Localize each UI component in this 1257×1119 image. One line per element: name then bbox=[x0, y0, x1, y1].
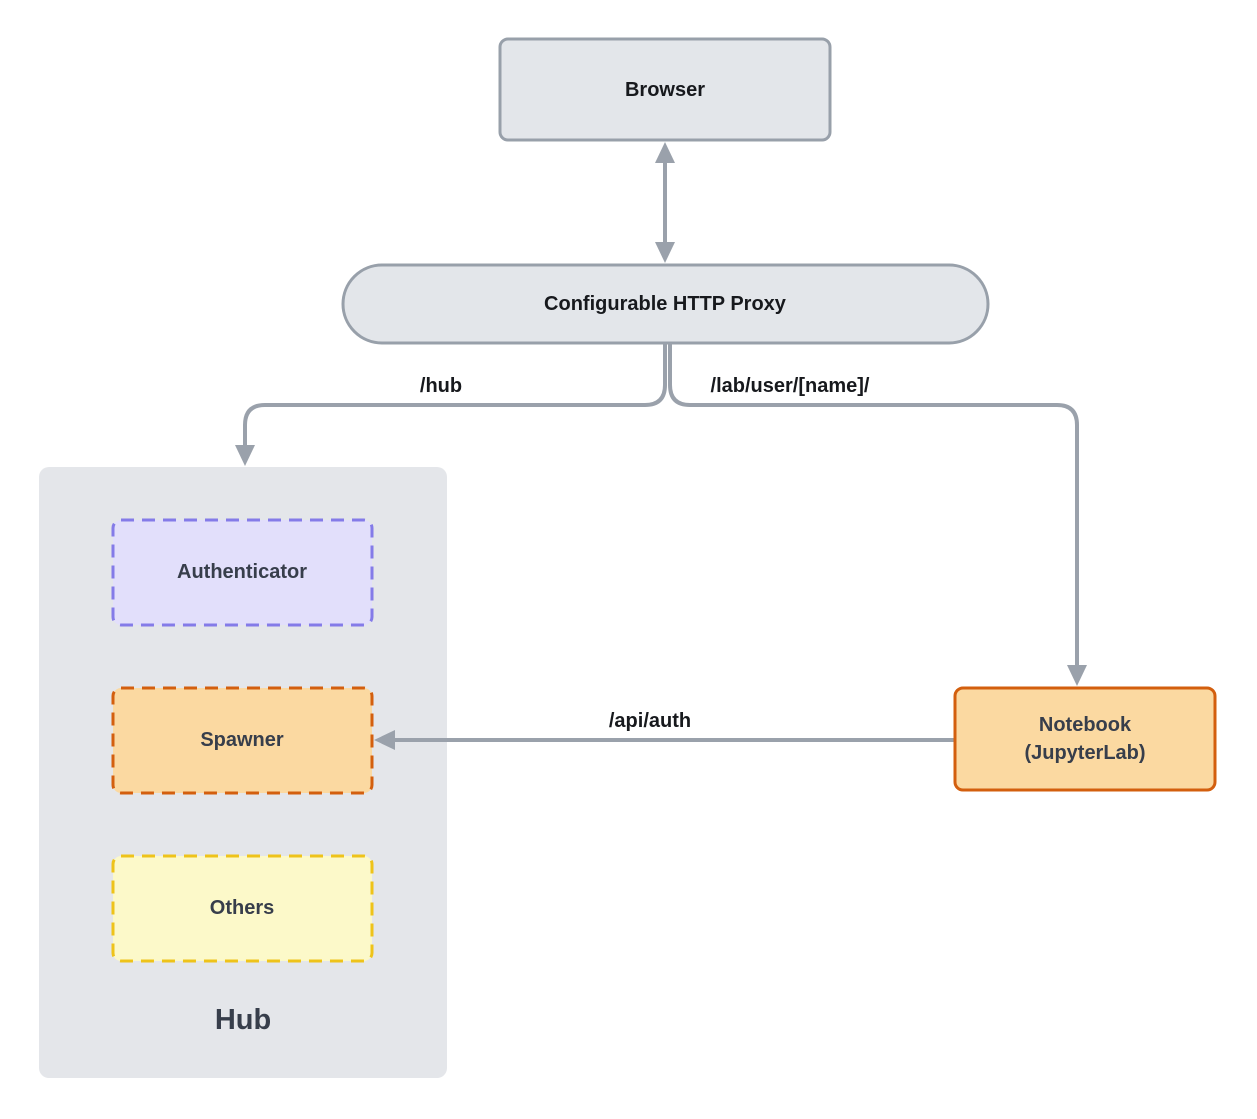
authenticator-label: Authenticator bbox=[177, 561, 307, 583]
spawner-node bbox=[111, 686, 374, 795]
browser-label: Browser bbox=[625, 79, 705, 101]
others-label: Others bbox=[210, 897, 274, 919]
edge-proxy-notebook bbox=[668, 343, 1079, 670]
edge-label-api-auth: /api/auth bbox=[609, 710, 691, 732]
hub-label: Hub bbox=[215, 1004, 271, 1036]
edge-label-hub: /hub bbox=[420, 375, 462, 397]
notebook-label-line1: Notebook bbox=[1039, 714, 1132, 736]
arrowhead-left-spawner bbox=[374, 730, 395, 750]
others-node bbox=[111, 854, 374, 963]
edge-label-lab-user: /lab/user/[name]/ bbox=[711, 375, 870, 397]
arrowhead-down-proxy bbox=[655, 242, 675, 263]
notebook-label-line2: (JupyterLab) bbox=[1024, 742, 1145, 764]
arrowhead-up-browser bbox=[655, 142, 675, 163]
authenticator-node bbox=[111, 518, 374, 627]
edge-proxy-hub bbox=[243, 343, 667, 450]
notebook-node bbox=[953, 686, 1217, 792]
arrowhead-down-notebook bbox=[1067, 665, 1087, 686]
arrowhead-down-hub bbox=[235, 445, 255, 466]
browser-node bbox=[498, 37, 832, 142]
proxy-label: Configurable HTTP Proxy bbox=[544, 293, 787, 315]
spawner-label: Spawner bbox=[200, 729, 284, 751]
